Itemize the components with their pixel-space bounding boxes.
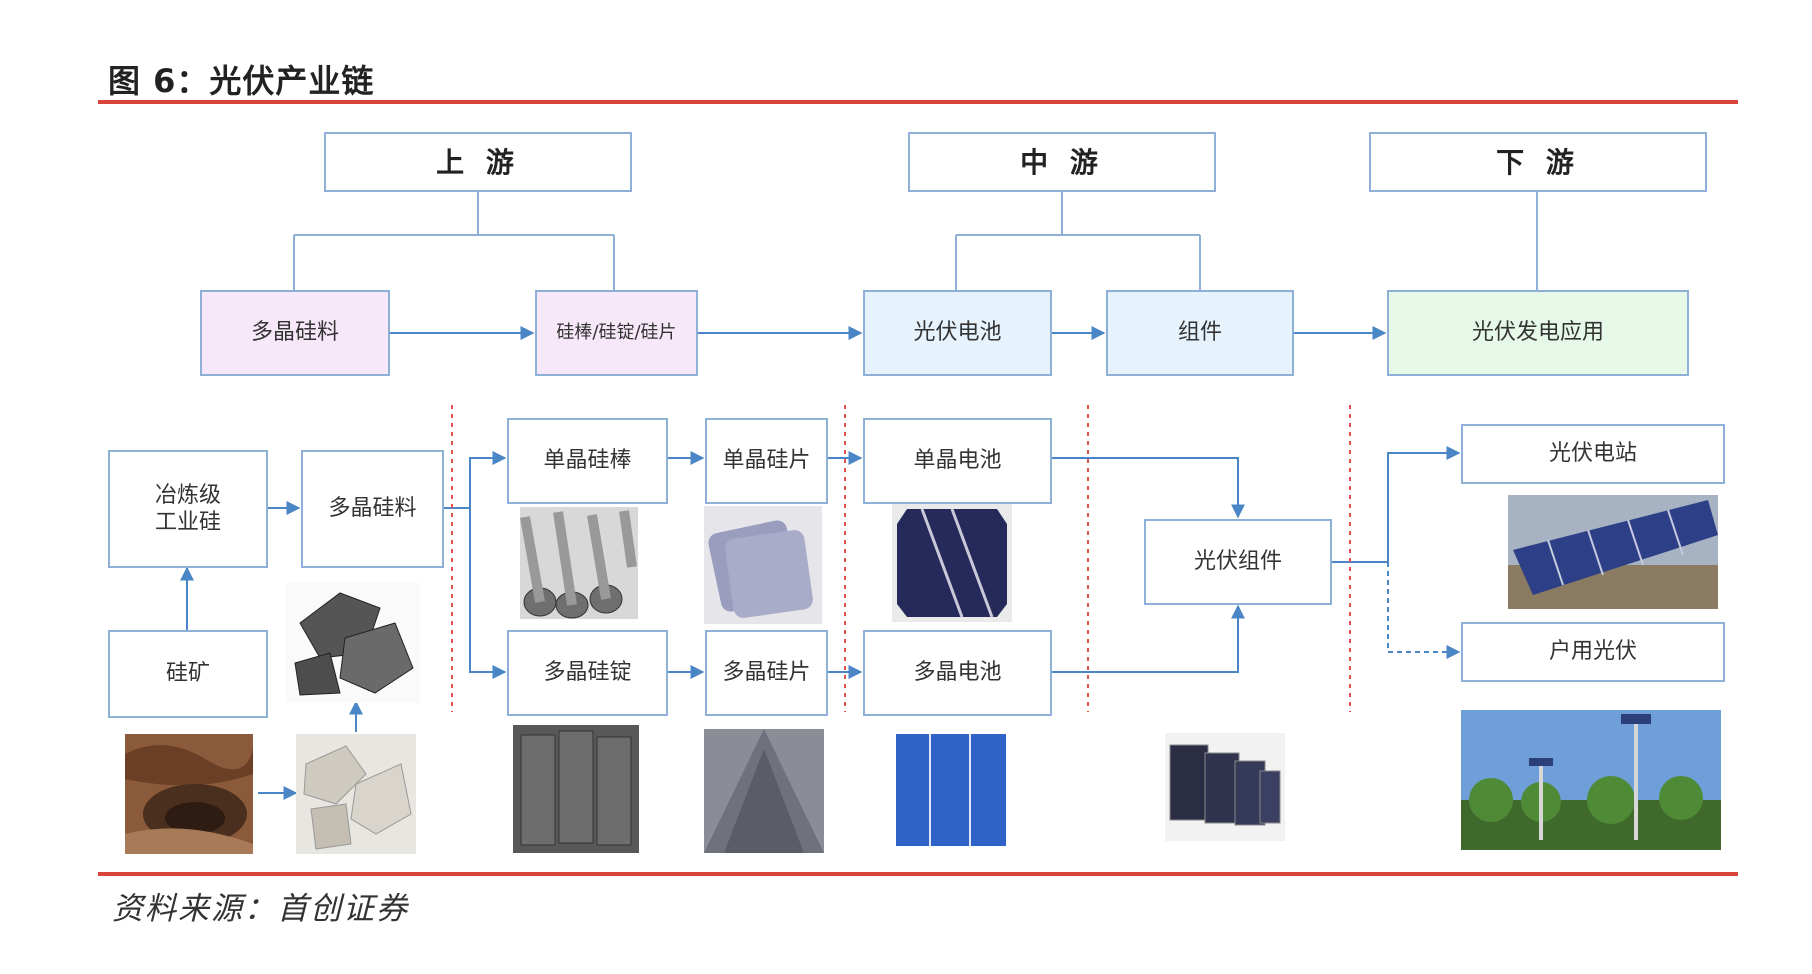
stage-downstream: 下 游 xyxy=(1369,132,1707,192)
metallurgical-silicon-box: 冶炼级 工业硅 xyxy=(108,450,268,568)
mono-rod-image xyxy=(520,507,638,619)
upstream-tree-line xyxy=(293,192,615,290)
title-rule xyxy=(98,100,1738,104)
chain-module: 组件 xyxy=(1106,290,1294,376)
poly-ingot-box: 多晶硅锭 xyxy=(507,630,668,716)
silicon-ore-box: 硅矿 xyxy=(108,630,268,718)
figure-title: 图 6：光伏产业链 xyxy=(108,62,375,100)
poly-ingot-image xyxy=(513,725,639,853)
pv-station-box: 光伏电站 xyxy=(1461,424,1725,484)
chain-pv-application: 光伏发电应用 xyxy=(1387,290,1689,376)
mono-cell-box: 单晶电池 xyxy=(863,418,1052,504)
midstream-tree-line xyxy=(955,192,1201,290)
stage-upstream: 上 游 xyxy=(324,132,632,192)
source-note: 资料来源：首创证券 xyxy=(112,891,409,927)
poly-wafer-box: 多晶硅片 xyxy=(705,630,828,716)
poly-cell-image xyxy=(890,726,1012,852)
poly-cell-box: 多晶电池 xyxy=(863,630,1052,716)
mono-cell-image xyxy=(892,504,1012,622)
poly-wafer-image xyxy=(704,729,824,853)
residential-pv-image xyxy=(1461,710,1721,850)
stage-midstream: 中 游 xyxy=(908,132,1216,192)
footer-rule xyxy=(98,872,1738,876)
chain-pv-cell: 光伏电池 xyxy=(863,290,1052,376)
pv-module-box: 光伏组件 xyxy=(1144,519,1332,605)
pv-module-image xyxy=(1165,733,1285,841)
silicon-ore-mine-image xyxy=(125,734,253,854)
pv-station-image xyxy=(1508,495,1718,609)
mono-wafer-image xyxy=(704,506,822,624)
polysilicon-chunk-image xyxy=(285,583,420,703)
quartz-rock-image xyxy=(296,734,416,854)
chain-rods-wafers: 硅棒/硅锭/硅片 xyxy=(535,290,698,376)
mono-wafer-box: 单晶硅片 xyxy=(705,418,828,504)
polysilicon-material-box: 多晶硅料 xyxy=(301,450,444,568)
residential-pv-box: 户用光伏 xyxy=(1461,622,1725,682)
chain-polysilicon-material: 多晶硅料 xyxy=(200,290,390,376)
mono-rod-box: 单晶硅棒 xyxy=(507,418,668,504)
